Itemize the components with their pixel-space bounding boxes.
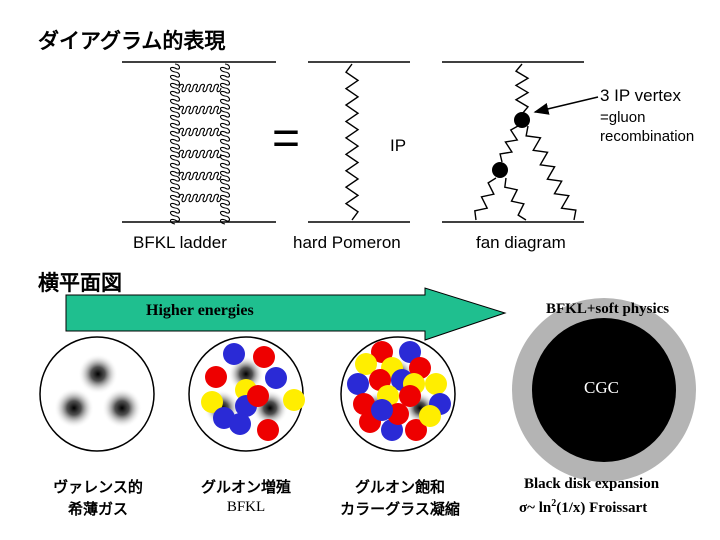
blue-gluon-dot [265, 367, 287, 389]
ip-label: IP [390, 136, 407, 155]
vertex-title: 3 IP vertex [600, 86, 681, 105]
soft-physics-label: BFKL+soft physics [546, 301, 670, 317]
label-bfkl-ladder: BFKL ladder [133, 233, 227, 252]
yellow-gluon-dot [425, 373, 447, 395]
arrow-label: Higher energies [146, 302, 254, 319]
gluon-dots-bfkl [201, 343, 305, 441]
red-gluon-dot [399, 385, 421, 407]
red-gluon-dot [353, 393, 375, 415]
gluon-rung [178, 127, 222, 137]
vertex-dot-lower [492, 162, 508, 178]
bfkl-ladder [122, 61, 276, 225]
vertex-note-1: =gluon [600, 109, 646, 126]
disk-valence [39, 336, 155, 452]
caption-valence-1: ヴァレンス的 [53, 478, 143, 496]
gluon-rung [178, 105, 222, 115]
cgc-label: CGC [584, 378, 619, 397]
pomeron-zigzag [344, 63, 360, 221]
red-gluon-dot [253, 346, 275, 368]
caption-froissart: σ~ ln2(1/x) Froissart [519, 498, 648, 516]
vertex-pointer-arrow [533, 96, 599, 115]
disk-saturation [340, 336, 456, 452]
caption-black-disk: Black disk expansion [524, 476, 660, 492]
sigma-symbol: σ [519, 500, 528, 516]
vertex-note-2: recombination [600, 128, 695, 145]
caption-valence-2: 希薄ガス [67, 500, 128, 518]
yellow-gluon-dot [419, 405, 441, 427]
gluon-rungs [178, 83, 222, 203]
hard-pomeron [308, 61, 410, 223]
equals-sign: = [272, 112, 300, 165]
red-gluon-dot [405, 419, 427, 441]
higher-energies-arrow [65, 287, 507, 341]
gluon-rung [178, 193, 222, 203]
blue-gluon-dot [213, 407, 235, 429]
red-gluon-dot [371, 341, 393, 363]
disk-bfkl [188, 336, 305, 452]
gluon-dots-saturation [347, 341, 451, 441]
caption-saturation-2: カラーグラス凝縮 [340, 500, 460, 518]
blue-gluon-dot [223, 343, 245, 365]
blue-gluon-dot [347, 373, 369, 395]
gluon-rung [178, 149, 222, 159]
caption-bfkl-1: グルオン増殖 [200, 478, 291, 496]
caption-bfkl-2: BFKL [226, 499, 266, 515]
disk-cgc [512, 298, 696, 482]
yellow-gluon-dot [355, 353, 377, 375]
blue-gluon-dot [371, 399, 393, 421]
yellow-gluon-dot [283, 389, 305, 411]
red-gluon-dot [205, 366, 227, 388]
gluon-left-rail [169, 63, 181, 225]
fan-diagram [442, 61, 599, 223]
section-title-diagram: ダイアグラム的表現 [38, 29, 226, 53]
red-gluon-dot [257, 419, 279, 441]
red-gluon-dot [247, 385, 269, 407]
section-title-transverse: 横平面図 [38, 271, 122, 295]
label-fan-diagram: fan diagram [476, 233, 566, 252]
caption-saturation-1: グルオン飽和 [354, 478, 445, 496]
label-hard-pomeron: hard Pomeron [293, 233, 401, 252]
yellow-gluon-dot [201, 391, 223, 413]
blue-gluon-dot [399, 341, 421, 363]
gluon-right-rail [219, 63, 231, 225]
gluon-rung [178, 83, 222, 93]
gluon-rung [178, 171, 222, 181]
vertex-dot-upper [514, 112, 530, 128]
